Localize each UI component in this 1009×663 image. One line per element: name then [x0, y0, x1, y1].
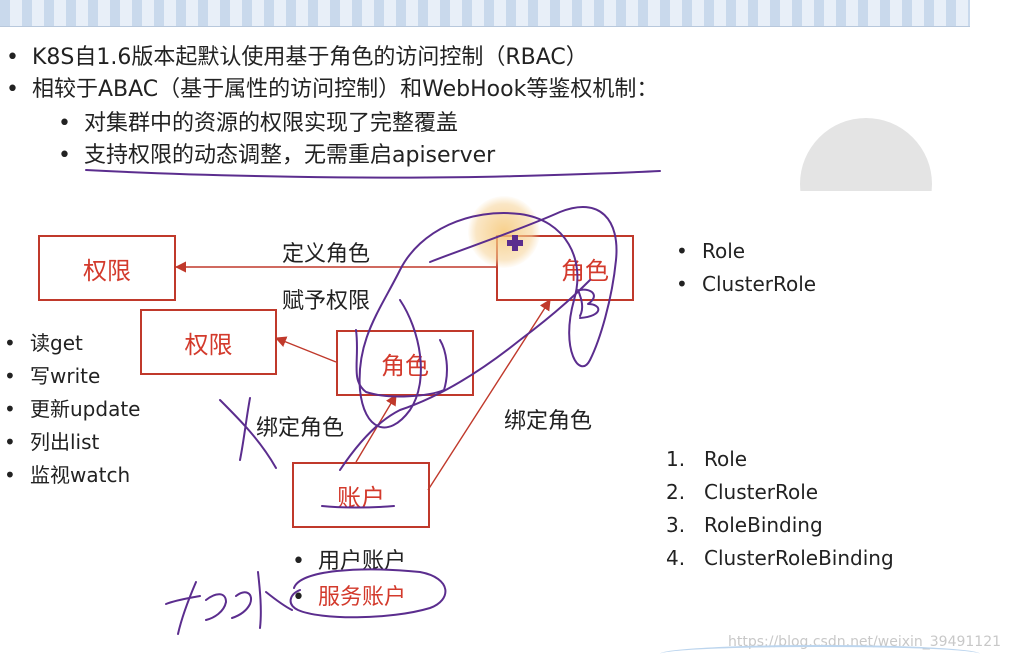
- bullet-dot: •: [58, 111, 71, 136]
- list-item: 2. ClusterRole: [666, 476, 894, 509]
- bullet-dot: •: [4, 364, 16, 388]
- bullet-dot: •: [6, 77, 19, 102]
- list-number: 4.: [666, 546, 686, 570]
- resource-label: Role: [704, 447, 748, 471]
- list-item: 3. RoleBinding: [666, 509, 894, 542]
- bullet-text: 支持权限的动态调整，无需重启apiserver: [84, 143, 496, 168]
- resource-label: ClusterRole: [704, 480, 819, 504]
- verb-label: 监视watch: [30, 463, 131, 487]
- box-permission-mid: 权限: [140, 309, 277, 375]
- list-number: 2.: [666, 480, 686, 504]
- bullet-dot: •: [4, 331, 16, 355]
- label-bind-role-right: 绑定角色: [504, 409, 593, 434]
- bullet-text: 相较于ABAC（基于属性的访问控制）和WebHook等鉴权机制：: [32, 77, 659, 102]
- bullet-dot: •: [4, 463, 16, 487]
- box-permission-top-label: 权限: [83, 256, 131, 285]
- list-item: • 用户账户: [292, 544, 406, 580]
- list-item: 1. Role: [666, 443, 894, 476]
- bullet-text: K8S自1.6版本起默认使用基于角色的访问控制（RBAC）: [32, 45, 588, 70]
- bullet-dot: •: [292, 549, 305, 574]
- verb-label: 读get: [30, 331, 83, 355]
- box-permission-mid-label: 权限: [184, 330, 233, 359]
- cursor-highlight: [468, 196, 540, 268]
- box-role-top-label: 角色: [561, 256, 609, 285]
- bullet-dot: •: [6, 45, 19, 70]
- bullet-full-coverage: • 对集群中的资源的权限实现了完整覆盖: [58, 110, 458, 138]
- verb-label: 列出list: [30, 430, 100, 454]
- rbac-resources-list: 1. Role 2. ClusterRole 3. RoleBinding 4. Clu…: [666, 443, 894, 575]
- verb-label: 更新update: [30, 397, 141, 421]
- role-type-label: ClusterRole: [702, 272, 817, 296]
- list-item: • 列出list: [4, 426, 140, 459]
- resource-label: ClusterRoleBinding: [704, 546, 894, 570]
- label-define-role: 定义角色: [282, 242, 371, 267]
- list-item: • 监视watch: [4, 459, 140, 492]
- role-type-label: Role: [702, 239, 746, 263]
- ink-underline-top: [85, 169, 661, 179]
- list-number: 1.: [666, 447, 686, 471]
- arrow-rolemid-to-permission: [274, 336, 337, 363]
- box-role-mid-label: 角色: [381, 351, 429, 380]
- bullet-text: 对集群中的资源的权限实现了完整覆盖: [84, 111, 459, 136]
- bullet-dot: •: [4, 397, 16, 421]
- list-number: 3.: [666, 513, 686, 537]
- resource-label: RoleBinding: [704, 513, 823, 537]
- list-item: • 更新update: [4, 393, 140, 426]
- list-item: • ClusterRole: [676, 268, 816, 301]
- bullet-dot: •: [58, 143, 71, 168]
- arrow-account-to-rolemid: [355, 394, 397, 463]
- list-item: 4. ClusterRoleBinding: [666, 542, 894, 575]
- slide-top-band-gap: [970, 0, 1009, 26]
- ink-scribble-bottom: [165, 571, 293, 635]
- decorative-circle-mask: [790, 191, 950, 261]
- label-grant-permission: 赋予权限: [282, 289, 371, 314]
- verb-label: 写write: [30, 364, 101, 388]
- box-role-mid: 角色: [336, 330, 474, 396]
- slide-top-band: [0, 0, 970, 27]
- bullet-dot: •: [676, 272, 688, 296]
- bullet-dynamic-adjust: • 支持权限的动态调整，无需重启apiserver: [58, 142, 495, 170]
- verbs-list: • 读get • 写write • 更新update • 列出list • 监视watch: [4, 327, 140, 492]
- slide-bottom-arc: [660, 645, 980, 663]
- list-item: • 读get: [4, 327, 140, 360]
- bullet-rbac-default: • K8S自1.6版本起默认使用基于角色的访问控制（RBAC）: [6, 44, 588, 72]
- list-item: • 服务账户: [292, 580, 406, 616]
- bullet-dot: •: [676, 239, 688, 263]
- account-type-label: 用户账户: [318, 549, 407, 574]
- bullet-comparison: • 相较于ABAC（基于属性的访问控制）和WebHook等鉴权机制：: [6, 76, 658, 104]
- role-types-list: • Role • ClusterRole: [676, 235, 816, 301]
- box-permission-top: 权限: [38, 235, 176, 301]
- bullet-dot: •: [4, 430, 16, 454]
- label-bind-role-left: 绑定角色: [256, 416, 345, 441]
- list-item: • 写write: [4, 360, 140, 393]
- account-type-label: 服务账户: [318, 585, 407, 610]
- box-account: 账户: [292, 462, 430, 528]
- account-types-list: • 用户账户 • 服务账户: [292, 544, 406, 616]
- bullet-dot: •: [292, 585, 305, 610]
- box-account-label: 账户: [337, 483, 385, 512]
- list-item: • Role: [676, 235, 816, 268]
